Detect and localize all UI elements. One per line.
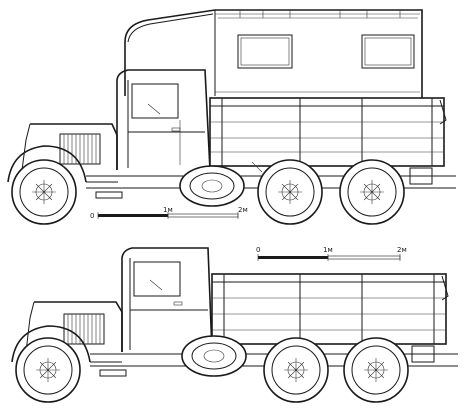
cargo-bed-bottom: [211, 273, 449, 345]
wheel-front-bottom: [15, 337, 81, 403]
truck-bottom-drawing: 0 1м 2м: [11, 246, 458, 403]
spare-tire-top: [179, 165, 245, 207]
cab-top: [116, 69, 211, 171]
scale-bar-top: 0 1м 2м: [90, 206, 248, 220]
wheel-rear2-bottom: [343, 337, 409, 403]
scale-top-label-0: 0: [90, 212, 94, 220]
scale-bar-bottom: 0 1м 2м: [256, 246, 407, 261]
hood-top: [7, 123, 118, 183]
spare-tire-bottom: [181, 335, 247, 377]
scale-bottom-label-2: 2м: [397, 246, 407, 254]
box-body: [124, 9, 423, 98]
cab-bottom: [121, 247, 213, 353]
wheel-rear1-top: [257, 159, 323, 225]
wheel-rear2-top: [339, 159, 405, 225]
scale-bottom-label-1: 1м: [323, 246, 333, 254]
wheel-front-top: [11, 159, 77, 225]
scale-top-label-2: 2м: [238, 206, 248, 214]
hood-bottom: [11, 301, 123, 363]
scale-bottom-label-0: 0: [256, 246, 260, 254]
scale-top-label-1: 1м: [163, 206, 173, 214]
cargo-bed-top: [209, 97, 447, 167]
truck-top-drawing: 0 1м 2м: [7, 9, 456, 225]
wheel-rear1-bottom: [263, 337, 329, 403]
